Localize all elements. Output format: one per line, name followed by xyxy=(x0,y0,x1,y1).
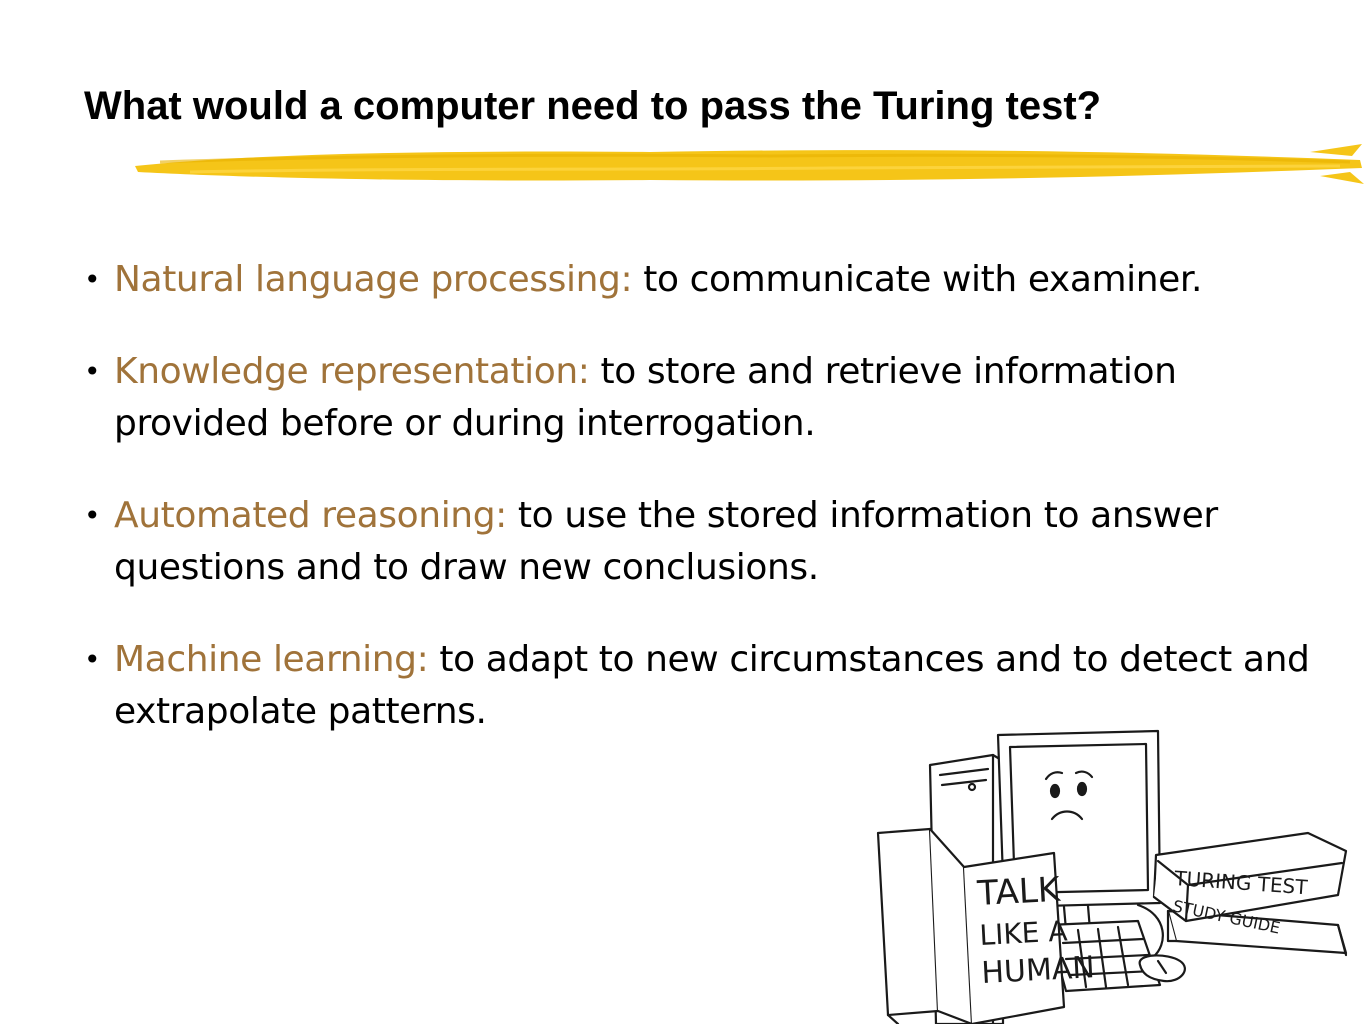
computer-studying-illustration: TALK LIKE A HUMAN TURING TEST STUDY GUID… xyxy=(876,729,1348,1024)
bullet-term: Natural language processing: xyxy=(114,259,633,300)
bullet-dot: • xyxy=(84,263,101,296)
bullet-nlp: • Natural language processing: to commun… xyxy=(80,254,1310,306)
bullet-automated-reasoning: • Automated reasoning: to use the stored… xyxy=(80,490,1310,594)
book-stack-icon xyxy=(1152,831,1348,957)
bullet-dot: • xyxy=(84,355,101,388)
bullet-text: to store and retrieve information provid… xyxy=(114,351,1177,444)
bullet-knowledge-representation: • Knowledge representation: to store and… xyxy=(80,346,1310,450)
bullet-term: Knowledge representation: xyxy=(114,351,590,392)
bullet-machine-learning: • Machine learning: to adapt to new circ… xyxy=(80,634,1310,738)
open-book-line-3: HUMAN xyxy=(981,950,1096,991)
open-book-line-1: TALK xyxy=(975,870,1062,914)
bullet-term: Machine learning: xyxy=(114,639,429,680)
mouse-icon xyxy=(1136,903,1186,983)
title-highlight-stroke xyxy=(135,144,1364,184)
keyboard-icon xyxy=(1046,919,1162,993)
bullet-list: • Natural language processing: to commun… xyxy=(80,254,1310,778)
bullet-text: to use the stored information to answer … xyxy=(114,495,1218,588)
slide-title: What would a computer need to pass the T… xyxy=(84,84,1102,128)
bullet-text: to communicate with examiner. xyxy=(632,259,1203,300)
open-book-icon xyxy=(876,827,1066,1024)
bullet-dot: • xyxy=(84,499,101,532)
bullet-dot: • xyxy=(84,643,101,676)
bullet-text: to adapt to new circumstances and to det… xyxy=(114,639,1310,732)
open-book-line-2: LIKE A xyxy=(979,914,1069,952)
bullet-term: Automated reasoning: xyxy=(114,495,507,536)
